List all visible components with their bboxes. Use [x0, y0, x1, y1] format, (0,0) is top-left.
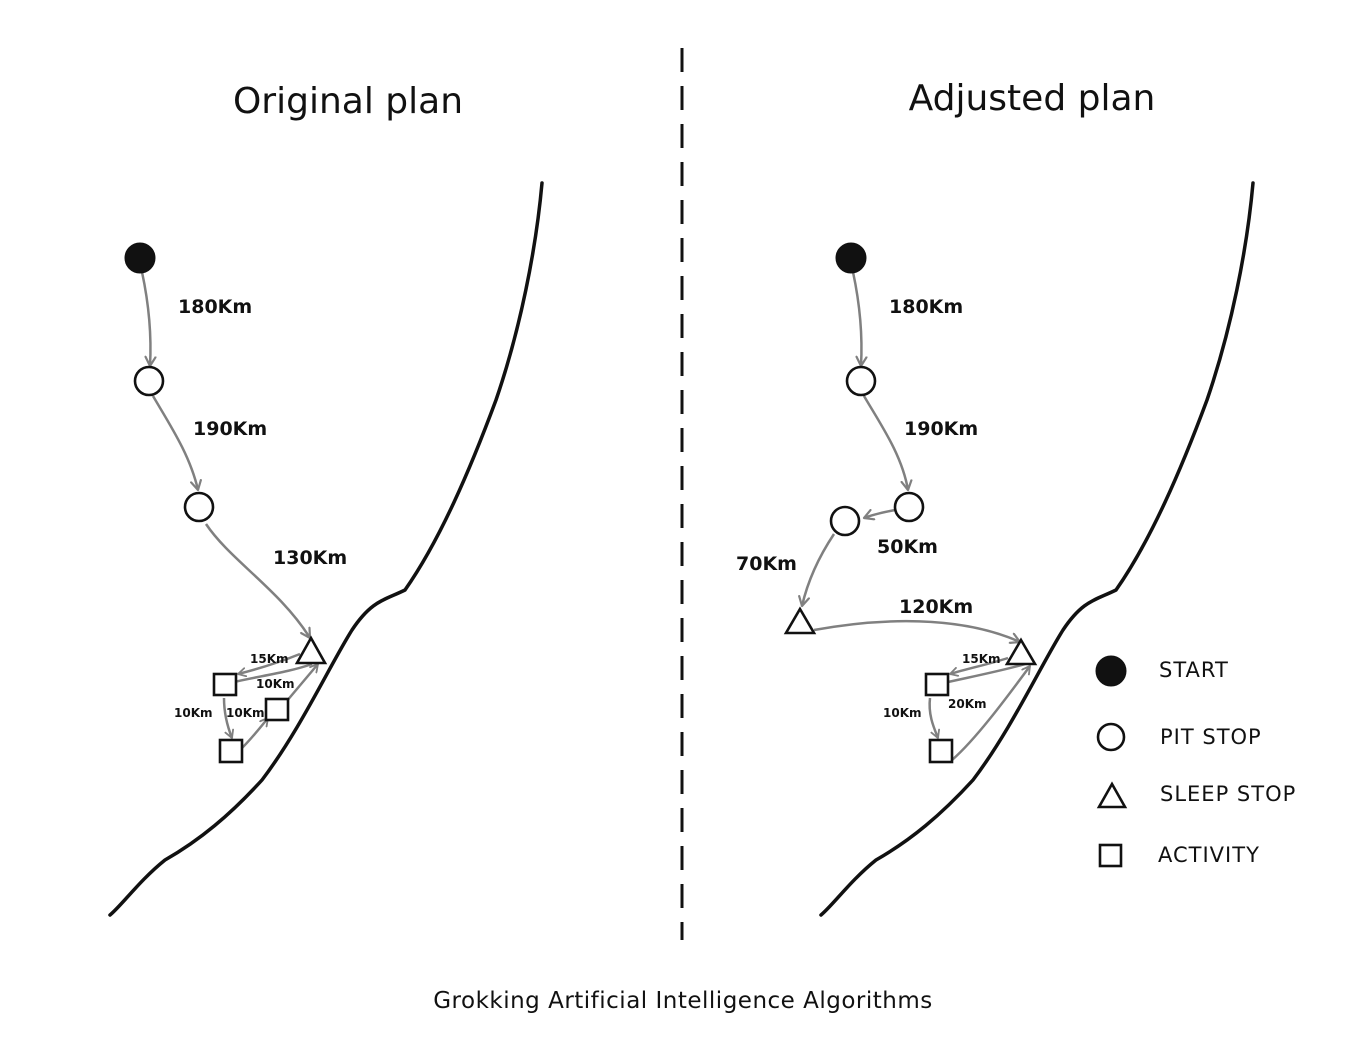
original-distance-label: 130Km — [273, 547, 347, 569]
adjusted-route-pit2-to-pit3 — [864, 508, 896, 518]
adjusted-pit-stop-3 — [829, 505, 861, 537]
adjusted-start-marker — [835, 242, 867, 274]
original-distance-label: 10Km — [174, 706, 213, 720]
legend-start-label: START — [1159, 658, 1229, 682]
adjusted-sleep-stop-1 — [783, 606, 817, 635]
original-route-pit2-to-sleep — [204, 523, 310, 638]
adjusted-route-start-to-pit1 — [851, 271, 862, 366]
original-start-marker — [124, 242, 156, 274]
original-route-activity-loop — [233, 662, 313, 684]
original-coastline — [108, 181, 544, 917]
original-distance-label: 180Km — [178, 296, 252, 318]
legend-pit-stop-icon — [1096, 722, 1126, 752]
original-distance-label: 15Km — [250, 652, 289, 666]
original-pit-stop-1 — [133, 365, 165, 397]
adjusted-distance-label: 190Km — [904, 418, 978, 440]
footer-book-title: Grokking Artificial Intelligence Algorit… — [433, 988, 933, 1014]
legend-activity-icon — [1098, 843, 1123, 868]
original-route-start-to-pit1 — [140, 271, 151, 366]
adjusted-distance-label: 180Km — [889, 296, 963, 318]
original-distance-label: 190Km — [193, 418, 267, 440]
adjusted-distance-label: 15Km — [962, 652, 1001, 666]
legend-sleep-stop-icon — [1096, 781, 1128, 809]
original-activity-3 — [264, 697, 290, 722]
adjusted-route-sleep1-to-sleep2 — [813, 619, 1020, 642]
original-sleep-stop — [294, 635, 328, 665]
original-distance-label: 10Km — [226, 706, 265, 720]
legend-activity-label: ACTIVITY — [1158, 843, 1260, 867]
legend-start-icon — [1095, 655, 1127, 687]
adjusted-coastline — [819, 181, 1255, 917]
original-route-activity2-to-activity3 — [241, 718, 269, 749]
adjusted-route-sleep2-to-activity1 — [950, 656, 1009, 674]
original-plan-title: Original plan — [233, 81, 463, 122]
adjusted-route-activity2-to-sleep2 — [951, 666, 1032, 761]
legend: START PIT STOP SLEEP STOP ACTIVITY — [1095, 655, 1296, 868]
legend-pit-stop-label: PIT STOP — [1160, 725, 1262, 749]
adjusted-route-activity1-to-activity2 — [928, 697, 938, 738]
adjusted-pit-stop-2 — [893, 491, 925, 523]
adjusted-activity-2 — [928, 738, 954, 764]
legend-sleep-stop-label: SLEEP STOP — [1160, 782, 1296, 806]
original-route-pit1-to-pit2 — [151, 395, 198, 490]
original-route-activity1-to-activity2 — [222, 697, 232, 738]
adjusted-distance-label: 120Km — [899, 596, 973, 618]
original-pit-stop-2 — [183, 491, 215, 523]
adjusted-pit-stop-1 — [845, 365, 877, 397]
adjusted-activity-1 — [924, 672, 950, 697]
original-route-sleep-to-activity1 — [238, 652, 301, 674]
original-distance-label: 10Km — [256, 677, 295, 691]
adjusted-plan-title: Adjusted plan — [909, 78, 1156, 119]
adjusted-route-pit3-to-sleep1 — [802, 533, 836, 606]
adjusted-distance-label: 70Km — [736, 553, 797, 575]
adjusted-sleep-stop-2 — [1004, 637, 1038, 666]
adjusted-route-pit1-to-pit2 — [862, 395, 908, 490]
adjusted-distance-label: 20Km — [948, 697, 987, 711]
adjusted-route-activity-loop — [947, 662, 1026, 684]
adjusted-distance-label: 10Km — [883, 706, 922, 720]
original-activity-1 — [212, 672, 238, 697]
original-activity-2 — [218, 738, 244, 764]
adjusted-distance-label: 50Km — [877, 536, 938, 558]
